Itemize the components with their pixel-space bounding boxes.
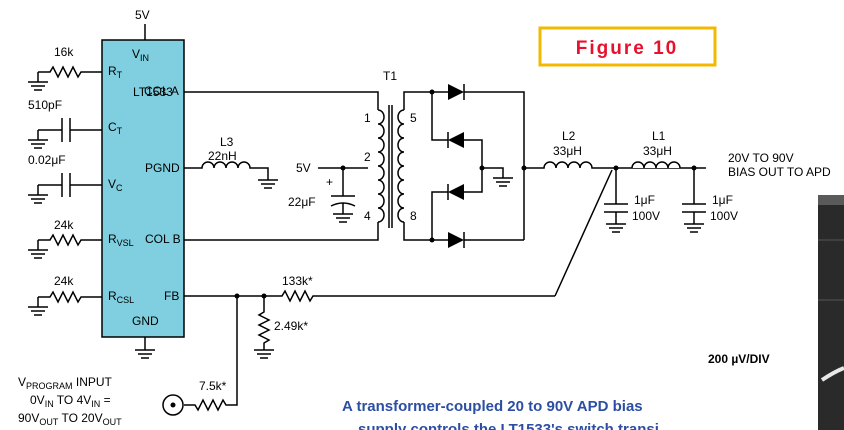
r75-resistor — [184, 296, 238, 412]
rvsl-value: 24k — [54, 218, 74, 232]
pin-pgnd: PGND — [145, 161, 180, 175]
chip-name: LT1533 — [133, 85, 173, 99]
rvsl-resistor — [28, 233, 102, 259]
chip-ground — [135, 337, 155, 359]
vc-capacitor — [28, 173, 102, 204]
c1b-capacitor — [682, 168, 706, 233]
c1a-capacitor — [604, 168, 628, 233]
c1a-value: 1μF — [634, 193, 655, 207]
l1-name: L1 — [652, 129, 666, 143]
output-label-line1: 20V TO 90V — [728, 151, 794, 165]
program-label-line1: VPROGRAM INPUT — [18, 375, 113, 391]
c1b-voltage: 100V — [710, 209, 738, 223]
l2-name: L2 — [562, 129, 576, 143]
caption-line2: supply controls the LT1533's switch tran… — [358, 421, 659, 430]
ct-capacitor — [28, 118, 102, 149]
transformer-t1 — [377, 91, 432, 241]
output-label-line2: BIAS OUT TO APD — [728, 165, 831, 179]
r75-value: 7.5k* — [199, 379, 227, 393]
c22-value: 22μF — [288, 195, 316, 209]
pin-gnd: GND — [132, 314, 159, 328]
ct-value: 510pF — [28, 98, 62, 112]
scope-scale-label: 200 µV/DIV — [708, 352, 770, 366]
r249-value: 2.49k* — [274, 319, 308, 333]
t1-label: T1 — [383, 69, 397, 83]
c1b-value: 1μF — [712, 193, 733, 207]
r133-resistor — [184, 289, 555, 303]
center-tap-supply: 5V — [296, 161, 311, 175]
lt1533-chip — [101, 39, 185, 338]
l2-inductor — [524, 161, 706, 169]
t1-pin1: 1 — [364, 111, 371, 125]
l3-value: 22nH — [208, 149, 237, 163]
rcsl-value: 24k — [54, 274, 74, 288]
vin-supply-label: 5V — [135, 8, 150, 22]
vc-value: 0.02μF — [28, 153, 66, 167]
rectifier-bridge — [429, 84, 527, 248]
cap-plus-sign: + — [326, 175, 333, 189]
colb-wire — [184, 222, 379, 241]
caption-line1: A transformer-coupled 20 to 90V APD bias — [342, 398, 643, 415]
program-label-line2: 0VIN TO 4VIN = — [30, 393, 111, 409]
rcsl-resistor — [28, 290, 102, 316]
l1-inductor — [631, 161, 681, 169]
scope-inset — [818, 195, 844, 430]
t1-pin8: 8 — [410, 209, 417, 223]
feedback-tap-wire — [554, 169, 613, 297]
program-label-line3: 90VOUT TO 20VOUT — [18, 411, 122, 427]
pin-colb: COL B — [145, 232, 181, 246]
t1-pin4: 4 — [364, 209, 371, 223]
figure-title-box — [538, 26, 717, 67]
c1a-voltage: 100V — [632, 209, 660, 223]
l2-value: 33μH — [553, 144, 582, 158]
rt-resistor — [28, 65, 102, 91]
cola-wire — [184, 91, 379, 110]
rt-value: 16k — [54, 45, 74, 59]
l1-value: 33μH — [643, 144, 672, 158]
t1-pin2: 2 — [364, 150, 371, 164]
r133-value: 133k* — [282, 274, 313, 288]
l3-name: L3 — [220, 135, 234, 149]
program-input-terminal-dot — [170, 402, 176, 408]
t1-pin5: 5 — [410, 111, 417, 125]
l3-inductor — [184, 161, 278, 189]
pin-cola: COL A — [144, 84, 179, 98]
figure-title: Figure 10 — [576, 38, 678, 59]
r249-resistor — [254, 296, 274, 359]
c22-capacitor — [330, 168, 356, 223]
pin-fb: FB — [164, 289, 179, 303]
